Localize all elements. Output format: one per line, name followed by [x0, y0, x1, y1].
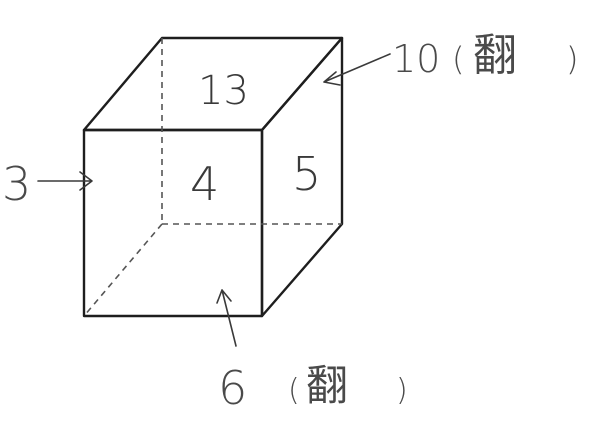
- front-face: [82, 128, 264, 318]
- back-face-note-open-paren: (: [452, 40, 464, 78]
- top-face-number: 13: [198, 68, 249, 114]
- left-face-number: 3: [2, 157, 31, 211]
- hidden-edge-diagonal: [83, 223, 163, 317]
- bottom-face-arrow: [216, 289, 237, 347]
- bottom-face-note-close-paren: ): [396, 373, 408, 408]
- bottom-face-note-open-paren: (: [288, 373, 300, 408]
- back-face-note-close-paren: ): [566, 40, 578, 78]
- right-face-number: 5: [292, 147, 321, 201]
- back-face-arrow: [323, 53, 391, 86]
- back-face-number: 10: [392, 37, 440, 81]
- left-face-arrow: [37, 171, 93, 191]
- back-face-note: 翻: [473, 30, 517, 81]
- front-face-number: 4: [190, 157, 219, 211]
- bottom-face-number: 6: [218, 361, 247, 415]
- bottom-face-note: 翻: [306, 361, 348, 410]
